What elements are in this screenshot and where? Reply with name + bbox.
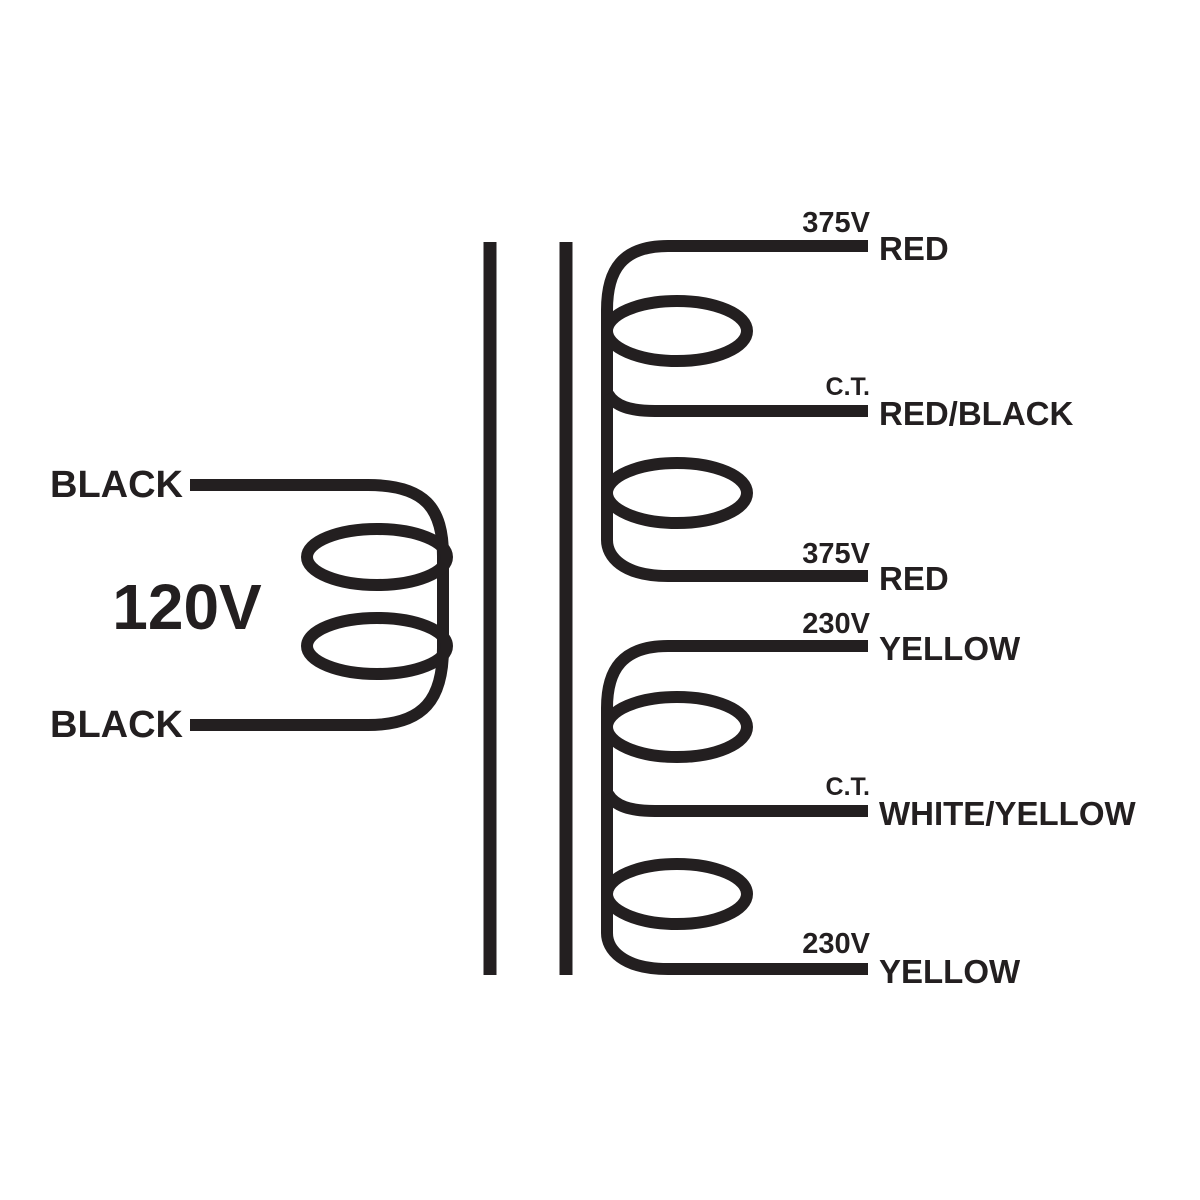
secondary-hv-center-tap-lead: [602, 390, 868, 417]
primary-top-lead-label: BLACK: [50, 464, 184, 506]
lv-top-wire-label: YELLOW: [879, 630, 1021, 667]
primary-bottom-lead-label: BLACK: [50, 704, 184, 746]
hv-top-voltage-label: 375V: [802, 207, 870, 239]
primary-loop-2: [301, 612, 453, 680]
secondary-lv-loop-2: [601, 858, 753, 930]
secondary-hv-coil-path: [601, 240, 868, 582]
hv-center-wire-label: RED/BLACK: [879, 395, 1073, 432]
secondary-lv-coil-path: [601, 640, 868, 975]
primary-coil-path: [190, 479, 449, 731]
primary-voltage-label: 120V: [112, 571, 262, 643]
secondary-hv-loop-2: [601, 457, 753, 529]
lv-bottom-voltage-label: 230V: [802, 928, 870, 960]
secondary-hv-winding: [601, 240, 868, 582]
hv-bottom-wire-label: RED: [879, 560, 949, 597]
secondary-hv-loop-1: [601, 295, 753, 367]
lv-center-tap-label: C.T.: [826, 773, 870, 801]
secondary-lv-loop-1: [601, 691, 753, 763]
hv-center-tap-label: C.T.: [826, 373, 870, 401]
lv-center-wire-label: WHITE/YELLOW: [879, 795, 1136, 832]
lv-bottom-wire-label: YELLOW: [879, 953, 1021, 990]
primary-winding: [190, 479, 453, 731]
transformer-core: [483, 242, 573, 975]
lv-top-voltage-label: 230V: [802, 608, 870, 640]
hv-bottom-voltage-label: 375V: [802, 538, 870, 570]
primary-loop-1: [301, 523, 453, 591]
secondary-lv-winding: [601, 640, 868, 975]
secondary-lv-center-tap-lead: [602, 790, 868, 817]
hv-top-wire-label: RED: [879, 230, 949, 267]
